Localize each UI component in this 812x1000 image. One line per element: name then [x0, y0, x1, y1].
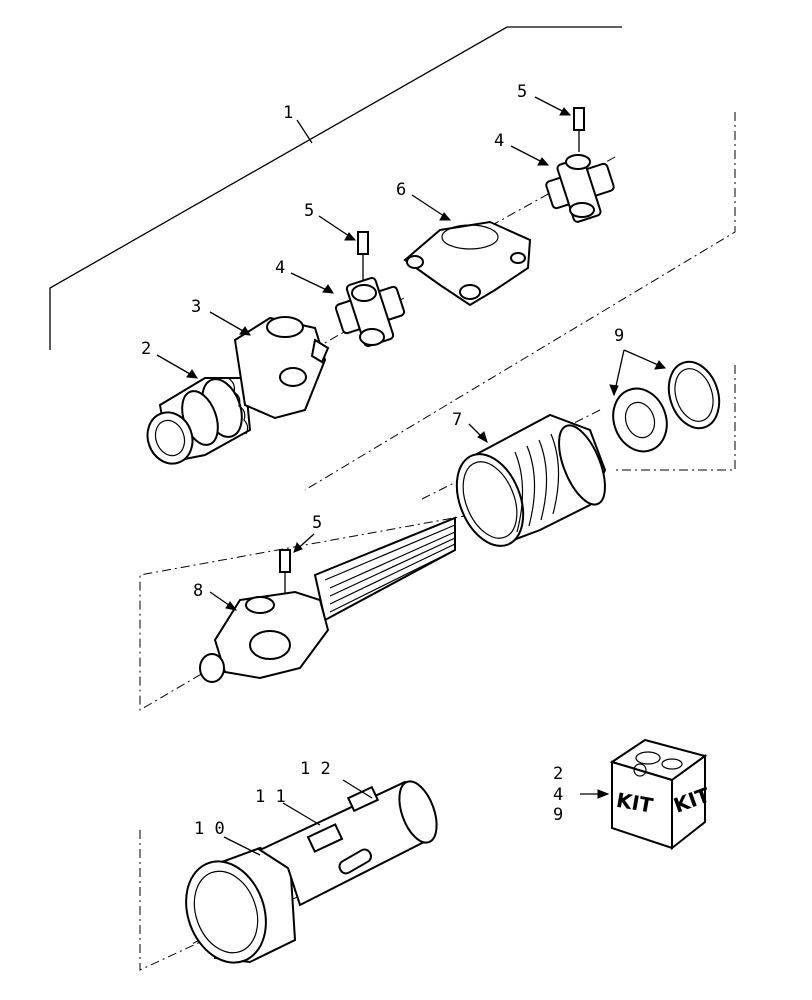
part-6-flange-yoke [403, 220, 532, 307]
callout-4-lower: 4 [275, 258, 285, 278]
callout-5-upper: 5 [517, 82, 527, 102]
callout-2: 2 [141, 339, 151, 359]
callout-5-lower: 5 [312, 513, 322, 533]
assembly-bracket [49, 26, 622, 350]
callout-4-upper: 4 [494, 131, 504, 151]
part-8-splined-yoke [199, 516, 456, 683]
part-4-cross-bearing-upper [545, 154, 615, 223]
part-9-snap-ring [667, 360, 721, 430]
part-5-grease-fitting-a [573, 107, 585, 152]
arrowheads [186, 107, 667, 799]
part-5-grease-fitting-b [357, 231, 369, 280]
part-3-yoke [233, 316, 330, 420]
callout-7: 7 [452, 410, 462, 430]
callout-6: 6 [396, 180, 406, 200]
callout-5-middle: 5 [304, 201, 314, 221]
callout-11: 1 1 [255, 787, 286, 807]
part-10-shield-cone [185, 846, 297, 964]
callout-9: 9 [614, 326, 624, 346]
part-4-cross-bearing-lower [334, 276, 406, 348]
kit-item-2: 2 [553, 764, 563, 784]
kit-item-9: 9 [553, 805, 563, 825]
callout-12: 1 2 [300, 759, 331, 779]
part-9-seal [612, 387, 668, 453]
kit-item-4: 4 [553, 785, 563, 805]
callout-1: 1 [283, 103, 293, 123]
callout-3: 3 [191, 297, 201, 317]
part-11-12-shield-tube [257, 780, 438, 907]
part-7-bearing-housing [455, 413, 607, 547]
part-2-tube-yoke [146, 377, 252, 465]
callout-10: 1 0 [194, 819, 225, 839]
callout-8: 8 [193, 581, 203, 601]
callout-labels: 1 2 3 4 4 5 5 5 6 7 8 9 1 0 1 1 1 2 [141, 82, 624, 839]
kit-box [609, 738, 708, 851]
